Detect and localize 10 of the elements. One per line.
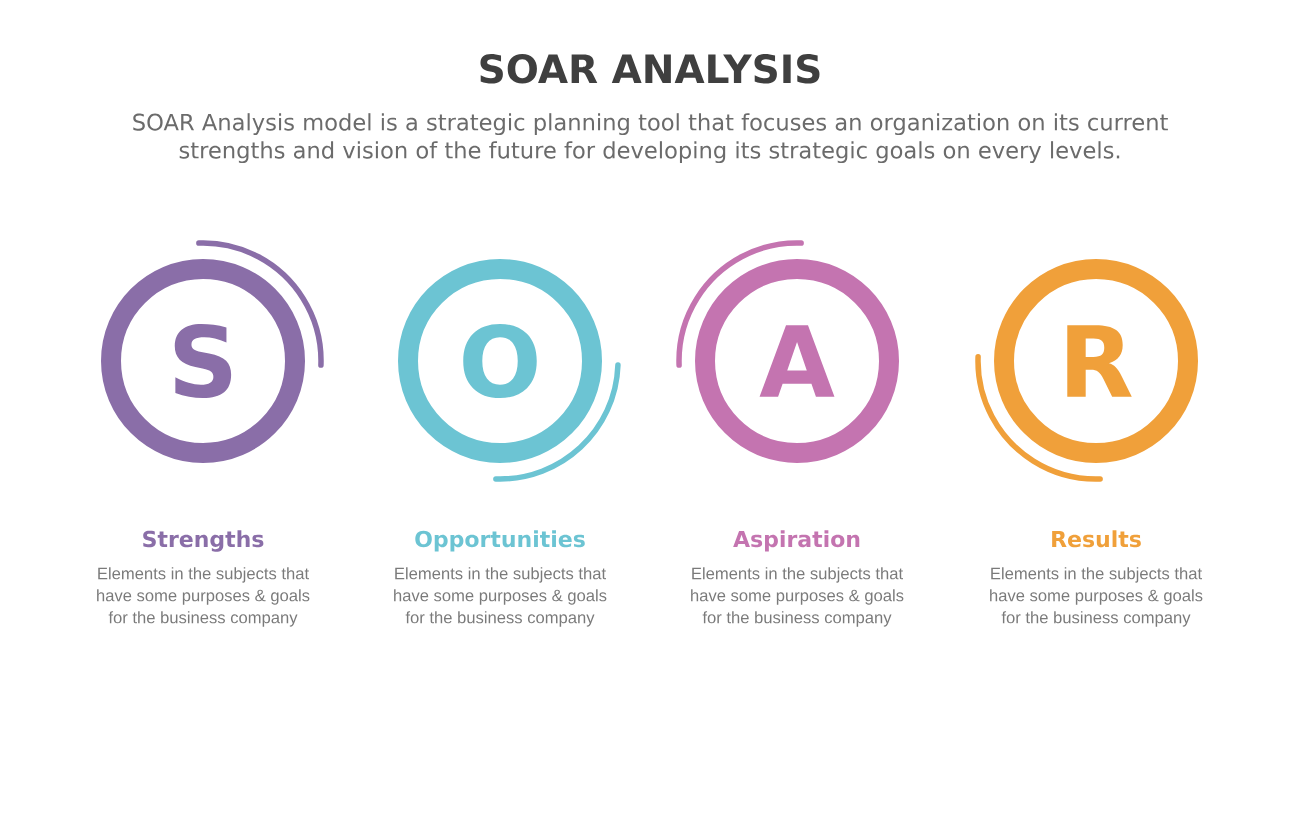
subtitle: SOAR Analysis model is a strategic planning tool that focuses an organization on its current strengths and vision of the future for developing its strategic goals on every levels. — [133, 113, 1168, 164]
description-text: Elements in the subjects that have some purposes & goals for the business company — [394, 567, 607, 627]
heading: Strengths — [143, 530, 264, 552]
heading: Results — [1052, 530, 1141, 548]
heading: Aspiration — [733, 530, 860, 552]
description-text: Elements in the subjects that have some purposes & goals for the business company — [691, 567, 904, 627]
description-text: Elements in the subjects that have some purposes & goals for the business company — [97, 567, 310, 627]
description-text: Elements in the subjects that have some purposes & goals for the business company — [990, 567, 1203, 627]
title: SOAR ANALYSIS — [480, 54, 820, 84]
heading: Opportunities — [415, 530, 585, 552]
